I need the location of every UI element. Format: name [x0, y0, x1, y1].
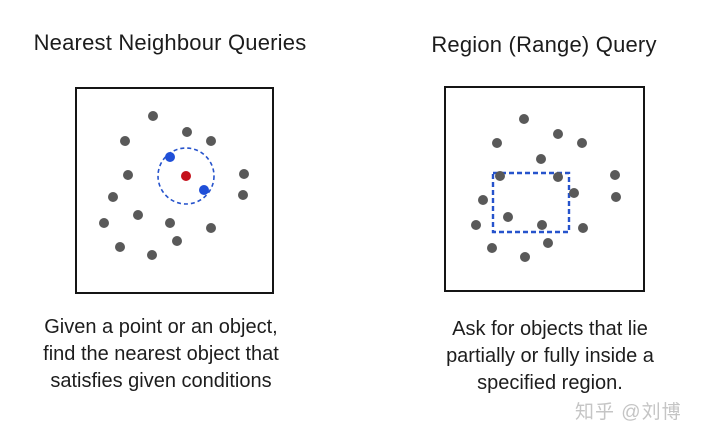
object-dot	[519, 114, 529, 124]
object-dot	[182, 127, 192, 137]
caption-line: Given a point or an object,	[44, 316, 278, 338]
object-dot	[147, 250, 157, 260]
caption-line: Ask for objects that lie	[452, 318, 648, 340]
object-dot	[206, 223, 216, 233]
object-dot	[536, 154, 546, 164]
caption-line: specified region.	[477, 372, 623, 394]
nearest-neighbour-dot	[199, 185, 209, 195]
query-point-dot	[181, 171, 191, 181]
object-dot	[492, 138, 502, 148]
object-dot	[148, 111, 158, 121]
object-dot	[537, 220, 547, 230]
object-dot	[487, 243, 497, 253]
object-dot	[569, 188, 579, 198]
query-radius-circle	[157, 147, 215, 205]
object-dot	[239, 169, 249, 179]
region-range-caption: Ask for objects that lie partially or fu…	[400, 316, 700, 397]
zhihu-watermark: 知乎 @刘博	[575, 402, 682, 423]
object-dot	[543, 238, 553, 248]
object-dot	[206, 136, 216, 146]
object-dot	[578, 223, 588, 233]
diagram-border	[444, 86, 645, 292]
object-dot	[108, 192, 118, 202]
caption-line: find the nearest object that	[43, 343, 279, 365]
object-dot	[172, 236, 182, 246]
object-dot	[120, 136, 130, 146]
object-dot	[520, 252, 530, 262]
object-dot	[123, 170, 133, 180]
nearest-neighbour-dot	[165, 152, 175, 162]
object-dot	[503, 212, 513, 222]
object-dot	[115, 242, 125, 252]
object-dot	[238, 190, 248, 200]
object-dot	[553, 129, 563, 139]
object-dot	[471, 220, 481, 230]
query-region-rect	[491, 171, 571, 234]
nearest-neighbour-diagram	[75, 87, 274, 294]
object-dot	[495, 171, 505, 181]
caption-line: satisfies given conditions	[50, 370, 272, 392]
object-dot	[133, 210, 143, 220]
caption-line: partially or fully inside a	[446, 345, 654, 367]
object-dot	[165, 218, 175, 228]
region-range-title: Region (Range) Query	[431, 32, 657, 57]
object-dot	[478, 195, 488, 205]
object-dot	[577, 138, 587, 148]
object-dot	[553, 172, 563, 182]
object-dot	[99, 218, 109, 228]
region-range-diagram	[444, 86, 645, 292]
nearest-neighbour-caption: Given a point or an object, find the nea…	[11, 314, 311, 395]
diagram-border	[75, 87, 274, 294]
object-dot	[610, 170, 620, 180]
object-dot	[611, 192, 621, 202]
nearest-neighbour-title: Nearest Neighbour Queries	[33, 30, 307, 55]
